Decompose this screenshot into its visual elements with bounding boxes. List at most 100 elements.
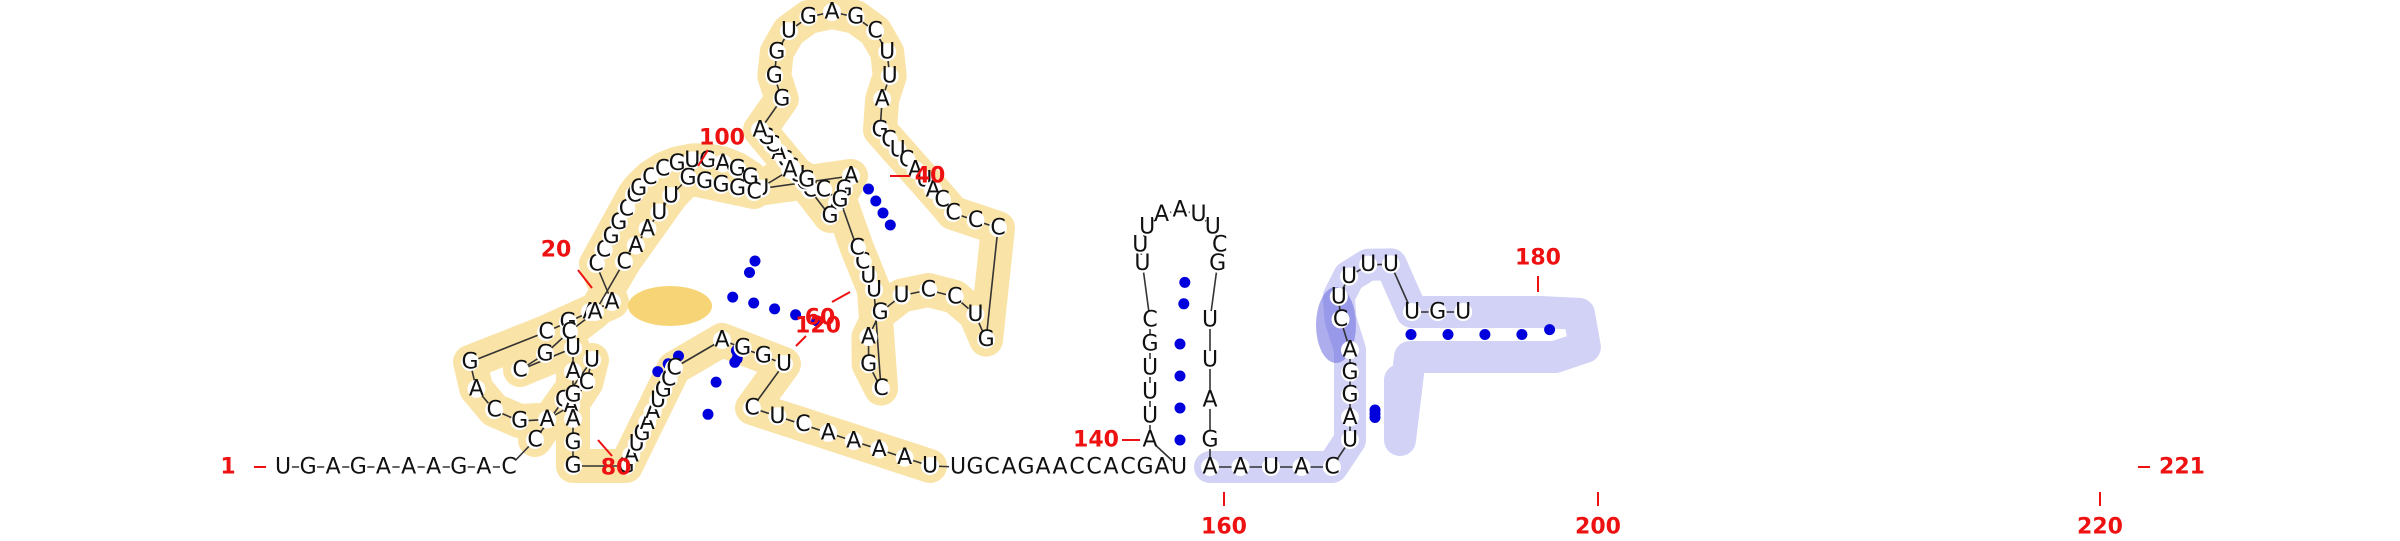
- nucleotide: G: [831, 188, 848, 213]
- nucleotide-halo: [587, 255, 605, 273]
- nucleotide-halo: [1131, 235, 1150, 254]
- nucleotide-halo: [1201, 431, 1219, 449]
- position-number-40: 40: [915, 164, 946, 189]
- nucleotide-halo: [1189, 205, 1208, 224]
- nucleotide-halo: [871, 303, 890, 322]
- nucleotide-halo: [638, 220, 657, 238]
- nucleotide: C: [816, 178, 831, 203]
- nucleotide: U: [1142, 380, 1158, 405]
- nucleotide-halo: [349, 458, 368, 476]
- base-pair-dot: [1174, 434, 1186, 446]
- nucleotide-halo: [1201, 311, 1219, 329]
- nucleotide: A: [469, 376, 484, 401]
- nucleotide-halo: [866, 22, 885, 41]
- nucleotide: U: [684, 148, 700, 173]
- nucleotide: G: [564, 383, 581, 408]
- nucleotide-halo: [1201, 458, 1219, 476]
- nucleotide: U: [584, 348, 600, 373]
- nucleotide-halo: [1170, 458, 1188, 476]
- nucleotide: U: [1134, 251, 1150, 276]
- base-pair-dot: [1405, 329, 1417, 340]
- nucleotide: A: [1154, 455, 1169, 480]
- nucleotide-halo: [880, 67, 899, 86]
- nucleotide: G: [1429, 300, 1446, 325]
- nucleotide-halo: [1138, 218, 1157, 237]
- nucleotide: A: [1233, 455, 1248, 480]
- nucleotide-halo: [966, 458, 984, 476]
- nucleotide: A: [1035, 455, 1050, 480]
- backbone-segment: [594, 261, 625, 313]
- nucleotide: C: [527, 428, 542, 453]
- base-pair-dot: [702, 408, 714, 420]
- nucleotide-halo: [467, 379, 486, 398]
- nucleotide-halo: [679, 169, 697, 187]
- nucleotide: U: [1263, 455, 1279, 480]
- position-number-20: 20: [541, 238, 572, 263]
- backbone-segment: [673, 339, 723, 369]
- nucleotide: U: [776, 352, 792, 377]
- nucleotide-halo: [848, 239, 866, 257]
- nucleotide: G: [699, 148, 716, 173]
- base-pair-dot: [748, 297, 760, 309]
- base-pair-dot: [744, 267, 755, 278]
- nucleotide: U: [663, 184, 679, 209]
- nucleotide-halo: [609, 213, 628, 232]
- nucleotide: U: [781, 19, 797, 44]
- nucleotide-halo: [1201, 391, 1219, 409]
- nucleotide: G: [1209, 251, 1226, 276]
- nucleotide-halo: [977, 330, 996, 349]
- nucleotide-halo: [1329, 287, 1348, 306]
- nucleotide: A: [872, 437, 887, 462]
- nucleotide-halo: [510, 412, 529, 431]
- nucleotide: G: [1017, 455, 1034, 480]
- nucleotide: A: [752, 118, 767, 143]
- nucleotide-halo: [1133, 254, 1152, 273]
- base-pair-dot: [1179, 276, 1191, 288]
- nucleotide: A: [565, 359, 580, 384]
- backbone-segment: [1209, 263, 1219, 321]
- nucleotide-halo: [831, 191, 849, 209]
- nucleotide-halo: [665, 359, 683, 377]
- nucleotide-halo: [754, 347, 773, 365]
- nucleotide: C: [873, 376, 888, 401]
- nucleotide-halo: [1141, 311, 1159, 329]
- nucleotide: C: [1120, 455, 1135, 480]
- nucleotide-halo: [1152, 205, 1171, 224]
- nucleotide: G: [847, 5, 864, 30]
- nucleotide-halo: [865, 281, 883, 299]
- nucleotide: A: [1342, 338, 1357, 363]
- base-pair-dot: [673, 350, 684, 362]
- nucleotide-halo: [919, 281, 938, 299]
- nucleotide: U: [275, 455, 291, 480]
- base-pair-dot: [1369, 412, 1381, 423]
- nucleotide-halo: [537, 323, 555, 341]
- nucleotide-halo: [640, 168, 659, 187]
- nucleotide: C: [1142, 308, 1157, 333]
- position-number-221: 221: [2159, 455, 2205, 480]
- nucleotide: A: [1154, 202, 1169, 227]
- nucleotide: G: [800, 5, 817, 30]
- nucleotide-halo: [799, 8, 818, 26]
- base-pair-dot: [749, 255, 761, 267]
- nucleotide-halo: [1203, 218, 1222, 237]
- nucleotide: A: [401, 455, 416, 480]
- nucleotide: U: [1171, 455, 1187, 480]
- nucleotide-halo: [536, 345, 554, 363]
- position-tick: [577, 269, 593, 289]
- backbone-segment: [469, 331, 547, 363]
- nucleotide-halo: [461, 353, 479, 371]
- nucleotide: U: [922, 454, 938, 479]
- nucleotide-halo: [989, 219, 1007, 237]
- nucleotide-halo: [712, 176, 730, 194]
- nucleotide-halo: [772, 90, 791, 108]
- nucleotide: A: [540, 407, 555, 432]
- nucleotide-halo: [564, 457, 582, 475]
- nucleotide: U: [950, 455, 966, 480]
- nucleotide: C: [1069, 455, 1084, 480]
- nucleotide-halo: [662, 187, 680, 205]
- nucleotide: U: [882, 64, 898, 89]
- nucleotide: A: [1052, 455, 1067, 480]
- nucleotide: A: [1142, 428, 1157, 453]
- nucleotide-halo: [944, 204, 962, 222]
- nucleotide-halo: [1068, 458, 1086, 476]
